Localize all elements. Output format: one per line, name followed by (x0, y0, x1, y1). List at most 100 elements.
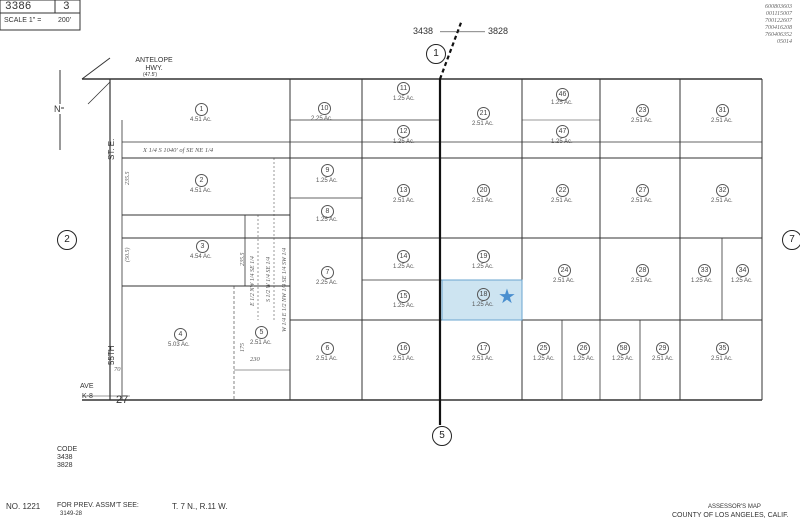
dimension-note: 235.5 (240, 252, 246, 267)
parcel-number[interactable]: 7 (321, 266, 334, 279)
parcel-number[interactable]: 8 (321, 205, 334, 218)
dimension-note: 70 (114, 366, 121, 373)
parcel-number[interactable]: 19 (477, 250, 490, 263)
parcel-number[interactable]: 4 (174, 328, 187, 341)
adjacent-page-left[interactable]: 2 (57, 230, 77, 250)
parcel-acreage: 1.25 Ac. (393, 139, 415, 145)
parcel-number[interactable]: 31 (716, 104, 729, 117)
parcel-acreage: 2.51 Ac. (472, 356, 494, 362)
parcel-acreage: 2.51 Ac. (393, 356, 415, 362)
parcel-acreage: 2.51 Ac. (316, 356, 338, 362)
map-number: NO. 1221 (6, 502, 41, 511)
parcel-number[interactable]: 33 (698, 264, 711, 277)
stamp-line: 05014 (777, 39, 792, 45)
parcel-acreage: 2.25 Ac. (316, 280, 338, 286)
north-arrow-label: N (54, 104, 61, 114)
parcel-number[interactable]: 58 (617, 342, 630, 355)
stamp-line: 760406352 (765, 32, 792, 38)
parcel-number[interactable]: 24 (558, 264, 571, 277)
previous-assessment-ref: 3149-28 (60, 511, 83, 517)
parcel-acreage: 1.25 Ac. (472, 302, 494, 308)
parcel-number[interactable]: 16 (397, 342, 410, 355)
dimension-note: 235.5 (125, 171, 131, 186)
parcel-number[interactable]: 17 (477, 342, 490, 355)
legal-description-note: W 1/4 E 1/2 NW 1/4 SE 1/4 SW 1/4 (282, 247, 288, 332)
scale-label: SCALE 1" = (4, 17, 42, 24)
parcel-number[interactable]: 15 (397, 290, 410, 303)
parcel-number[interactable]: 3 (196, 240, 209, 253)
parcel-number[interactable]: 14 (397, 250, 410, 263)
assessor-map-label: ASSESSOR'S MAP (708, 504, 761, 510)
stamp-line: 001115007 (765, 11, 792, 17)
adjacent-page-bottom[interactable]: 5 (432, 426, 452, 446)
parcel-acreage: 2.51 Ac. (631, 278, 653, 284)
parcel-number[interactable]: 27 (636, 184, 649, 197)
stamp-line: 700122607 (765, 18, 792, 24)
dimension-note: 175 (240, 343, 246, 352)
parcel-acreage: 1.25 Ac. (551, 139, 573, 145)
parcel-number[interactable]: 22 (556, 184, 569, 197)
parcel-number[interactable]: 2 (195, 174, 208, 187)
parcel-number[interactable]: 23 (636, 104, 649, 117)
parcel-acreage: 1.25 Ac. (533, 356, 555, 362)
parcel-number[interactable]: 26 (577, 342, 590, 355)
parcel-number[interactable]: 35 (716, 342, 729, 355)
section-number-27: 27 (116, 394, 129, 406)
dimension-note: (50.5) (125, 247, 131, 263)
parcel-acreage: 2.51 Ac. (631, 118, 653, 124)
parcel-number[interactable]: 29 (656, 342, 669, 355)
parcel-number[interactable]: 20 (477, 184, 490, 197)
parcel-number[interactable]: 1 (195, 103, 208, 116)
parcel-number[interactable]: 34 (736, 264, 749, 277)
parcel-acreage: 4.54 Ac. (190, 254, 212, 260)
parcel-number[interactable]: 6 (321, 342, 334, 355)
parcel-acreage: 2.51 Ac. (472, 198, 494, 204)
parcel-number[interactable]: 11 (397, 82, 410, 95)
parcel-number[interactable]: 46 (556, 88, 569, 101)
county-label: COUNTY OF LOS ANGELES, CALIF. (672, 512, 789, 519)
legal-description-note: S 1/2 W 1/4 SE 1/4 (266, 256, 272, 302)
parcel-number[interactable]: 12 (397, 125, 410, 138)
subdivision-note: X 1/4 S 1040' of SE NE 1/4 (143, 147, 214, 154)
code-label: CODE (57, 446, 78, 453)
highway-label: ANTELOPE HWY. (135, 57, 173, 72)
parcel-number[interactable]: 5 (255, 326, 268, 339)
parcel-number[interactable]: 28 (636, 264, 649, 277)
dimension-note: 230 (250, 356, 260, 363)
parcel-acreage: 4.51 Ac. (190, 188, 212, 194)
code-value-b: 3828 (57, 462, 73, 469)
parcel-acreage: 2.25 Ac. (311, 116, 333, 122)
parcel-acreage: 2.51 Ac. (393, 198, 415, 204)
parcel-acreage: 1.25 Ac. (393, 303, 415, 309)
parcel-acreage: 5.03 Ac. (168, 342, 190, 348)
map-book-number: 3386 (5, 1, 32, 13)
code-top-right: 3828 (488, 26, 509, 36)
parcel-acreage: 2.51 Ac. (711, 118, 733, 124)
parcel-acreage: 1.25 Ac. (731, 278, 753, 284)
stamp-line: 600803603 (765, 4, 792, 10)
avenue-k8-label: K-8 (82, 393, 93, 400)
adjacent-page-top[interactable]: 1 (426, 44, 446, 64)
legal-description-note: E 1/2 NW 1/4 SE 1/4 (250, 256, 256, 306)
parcel-number[interactable]: 32 (716, 184, 729, 197)
parcel-number-highlighted[interactable]: 18 (477, 288, 490, 301)
parcel-number[interactable]: 21 (477, 107, 490, 120)
parcel-number[interactable]: 10 (318, 102, 331, 115)
parcel-acreage: 2.51 Ac. (472, 121, 494, 127)
parcel-acreage: 1.25 Ac. (551, 100, 573, 106)
township-range: T. 7 N., R.11 W. (172, 502, 228, 511)
parcel-acreage: 1.25 Ac. (612, 356, 634, 362)
code-value-a: 3438 (57, 454, 73, 461)
parcel-acreage: 1.25 Ac. (316, 178, 338, 184)
adjacent-page-right[interactable]: 7 (782, 230, 800, 250)
parcel-acreage: 2.51 Ac. (250, 340, 272, 346)
parcel-number[interactable]: 13 (397, 184, 410, 197)
parcel-acreage: 2.51 Ac. (553, 278, 575, 284)
street-label-st-e: ST. E. (107, 138, 116, 160)
parcel-number[interactable]: 9 (321, 164, 334, 177)
street-label-55th: 55TH (107, 345, 116, 365)
parcel-number[interactable]: 47 (556, 125, 569, 138)
parcel-number[interactable]: 25 (537, 342, 550, 355)
parcel-acreage: 1.25 Ac. (316, 217, 338, 223)
parcel-acreage: 2.51 Ac. (551, 198, 573, 204)
